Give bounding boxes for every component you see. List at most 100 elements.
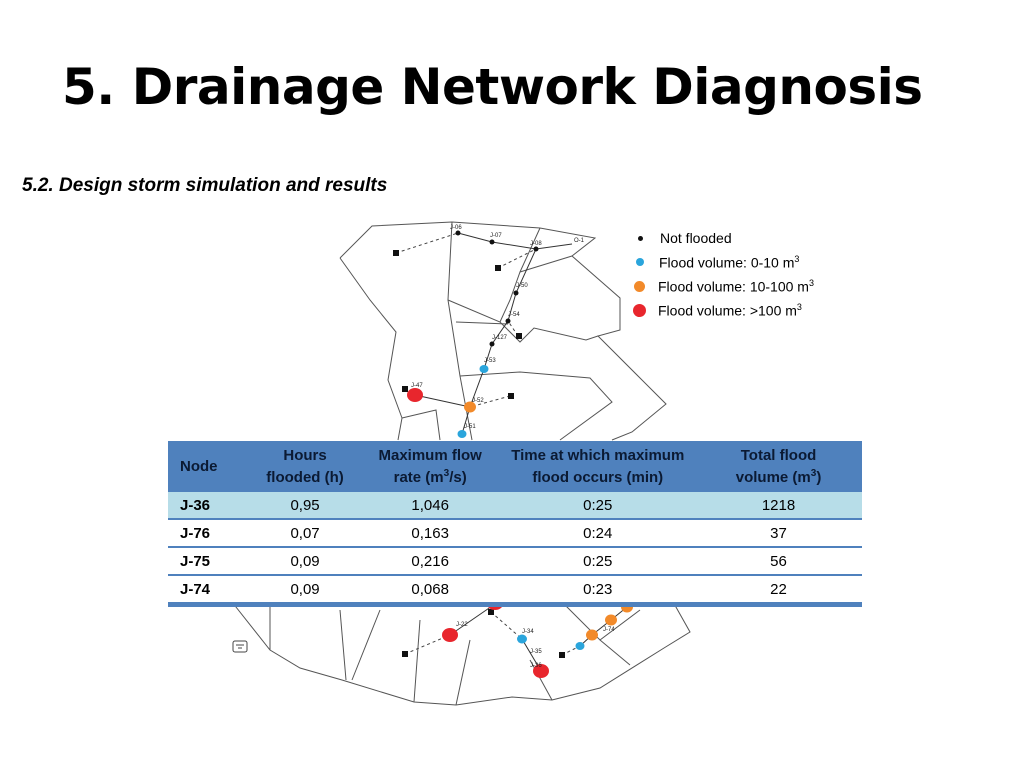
label-j52: J-52 xyxy=(472,398,484,404)
node-j22 xyxy=(442,628,458,642)
node-j35b xyxy=(575,642,585,650)
node-j08 xyxy=(533,246,539,252)
link-6 xyxy=(404,634,451,655)
node-j127 xyxy=(489,341,495,347)
node-j53 xyxy=(479,365,489,373)
conduit-j22 xyxy=(449,603,496,636)
blue-dot-icon xyxy=(636,258,644,266)
inner-divide-7 xyxy=(401,409,441,441)
node-j34 xyxy=(517,634,527,644)
node-j54 xyxy=(505,318,511,324)
orange-dot-icon xyxy=(634,280,645,292)
legend-item-not-flooded: Not flooded xyxy=(633,226,814,250)
bottom-divide-8 xyxy=(559,599,641,641)
black-dot-icon xyxy=(638,235,643,241)
cell-total: 56 xyxy=(695,547,862,576)
outer-boundary-bottom xyxy=(231,599,691,706)
cell-total: 1218 xyxy=(695,492,862,520)
cell-flow: 0,163 xyxy=(359,519,501,548)
bottom-divide-2 xyxy=(339,609,347,681)
label-o1: O-1 xyxy=(574,238,585,244)
link-1 xyxy=(395,232,459,254)
node-j74 xyxy=(586,629,598,641)
node-j06 xyxy=(455,230,461,236)
label-j36: J-36 xyxy=(530,663,542,669)
bottom-divide-4 xyxy=(413,619,421,703)
label-j08: J-08 xyxy=(530,241,542,247)
header-node: Node xyxy=(168,441,251,492)
bottom-divide-3 xyxy=(351,609,381,681)
catchment-boundaries xyxy=(231,221,691,706)
legend-item-flood-0-10: Flood volume: 0-10 m3 xyxy=(633,250,814,274)
cell-hours: 0,09 xyxy=(250,575,360,604)
network-nodes xyxy=(407,230,633,678)
table-row: J-74 0,09 0,068 0:23 22 xyxy=(168,575,862,604)
node-j07 xyxy=(489,239,495,245)
cell-node: J-74 xyxy=(168,575,251,604)
label-j34: J-34 xyxy=(522,629,534,635)
red-dot-icon xyxy=(633,303,646,317)
cell-hours: 0,95 xyxy=(250,492,360,520)
label-j47: J-47 xyxy=(411,383,423,389)
label-j74: J-74 xyxy=(603,627,615,633)
label-j54: J-54 xyxy=(508,312,520,318)
node-j50 xyxy=(513,290,519,296)
link-4 xyxy=(469,395,511,408)
node-j47 xyxy=(407,388,423,402)
cell-time: 0:24 xyxy=(500,519,696,548)
label-j35: J-35 xyxy=(530,649,542,655)
cell-time: 0:25 xyxy=(500,547,696,576)
outer-boundary-top xyxy=(339,221,667,441)
node-labels: J-06 J-07 J-08 O-1 J-50 J-54 J-127 J-53 … xyxy=(411,225,615,669)
slide-title: 5. Drainage Network Diagnosis xyxy=(62,58,923,116)
label-j22: J-22 xyxy=(456,622,468,628)
small-map-icon xyxy=(232,640,248,653)
label-j51: J-51 xyxy=(464,424,476,430)
inner-divide-3 xyxy=(455,321,509,325)
legend-item-flood-10-100: Flood volume: 10-100 m3 xyxy=(633,274,814,298)
table-row: J-76 0,07 0,163 0:24 37 xyxy=(168,519,862,548)
cell-node: J-76 xyxy=(168,519,251,548)
cell-flow: 0,068 xyxy=(359,575,501,604)
cell-total: 37 xyxy=(695,519,862,548)
node-j75 xyxy=(605,614,617,626)
inner-divide-5 xyxy=(499,227,541,323)
cell-hours: 0,09 xyxy=(250,547,360,576)
inner-divide-2 xyxy=(447,299,599,343)
slide-subtitle: 5.2. Design storm simulation and results xyxy=(22,175,388,196)
inner-divide-6 xyxy=(459,371,613,441)
subcatchment-markers xyxy=(393,250,565,658)
conduit-j74 xyxy=(579,606,628,647)
map-legend: Not flooded Flood volume: 0-10 m3 Flood … xyxy=(633,226,814,322)
cell-node: J-36 xyxy=(168,492,251,520)
conduit-j47-j52 xyxy=(414,394,471,408)
cell-hours: 0,07 xyxy=(250,519,360,548)
outer-boundary-left xyxy=(339,257,403,441)
label-j53: J-53 xyxy=(484,358,496,364)
bottom-divide-6 xyxy=(529,659,553,701)
label-j127: J-127 xyxy=(492,335,508,341)
cell-flow: 0,216 xyxy=(359,547,501,576)
label-j07: J-07 xyxy=(490,233,502,239)
link-2 xyxy=(497,248,537,269)
cell-time: 0:23 xyxy=(500,575,696,604)
bottom-divide-5 xyxy=(455,639,471,706)
cell-total: 22 xyxy=(695,575,862,604)
conduit-j06-o1 xyxy=(457,232,573,250)
cell-flow: 1,046 xyxy=(359,492,501,520)
cell-time: 0:25 xyxy=(500,492,696,520)
table-row: J-75 0,09 0,216 0:25 56 xyxy=(168,547,862,576)
inner-divide-4 xyxy=(519,255,573,273)
label-j06: J-06 xyxy=(450,225,462,231)
table-row: J-36 0,95 1,046 0:25 1218 xyxy=(168,492,862,520)
node-j36 xyxy=(533,664,549,678)
legend-item-flood-over-100: Flood volume: >100 m3 xyxy=(633,298,814,322)
